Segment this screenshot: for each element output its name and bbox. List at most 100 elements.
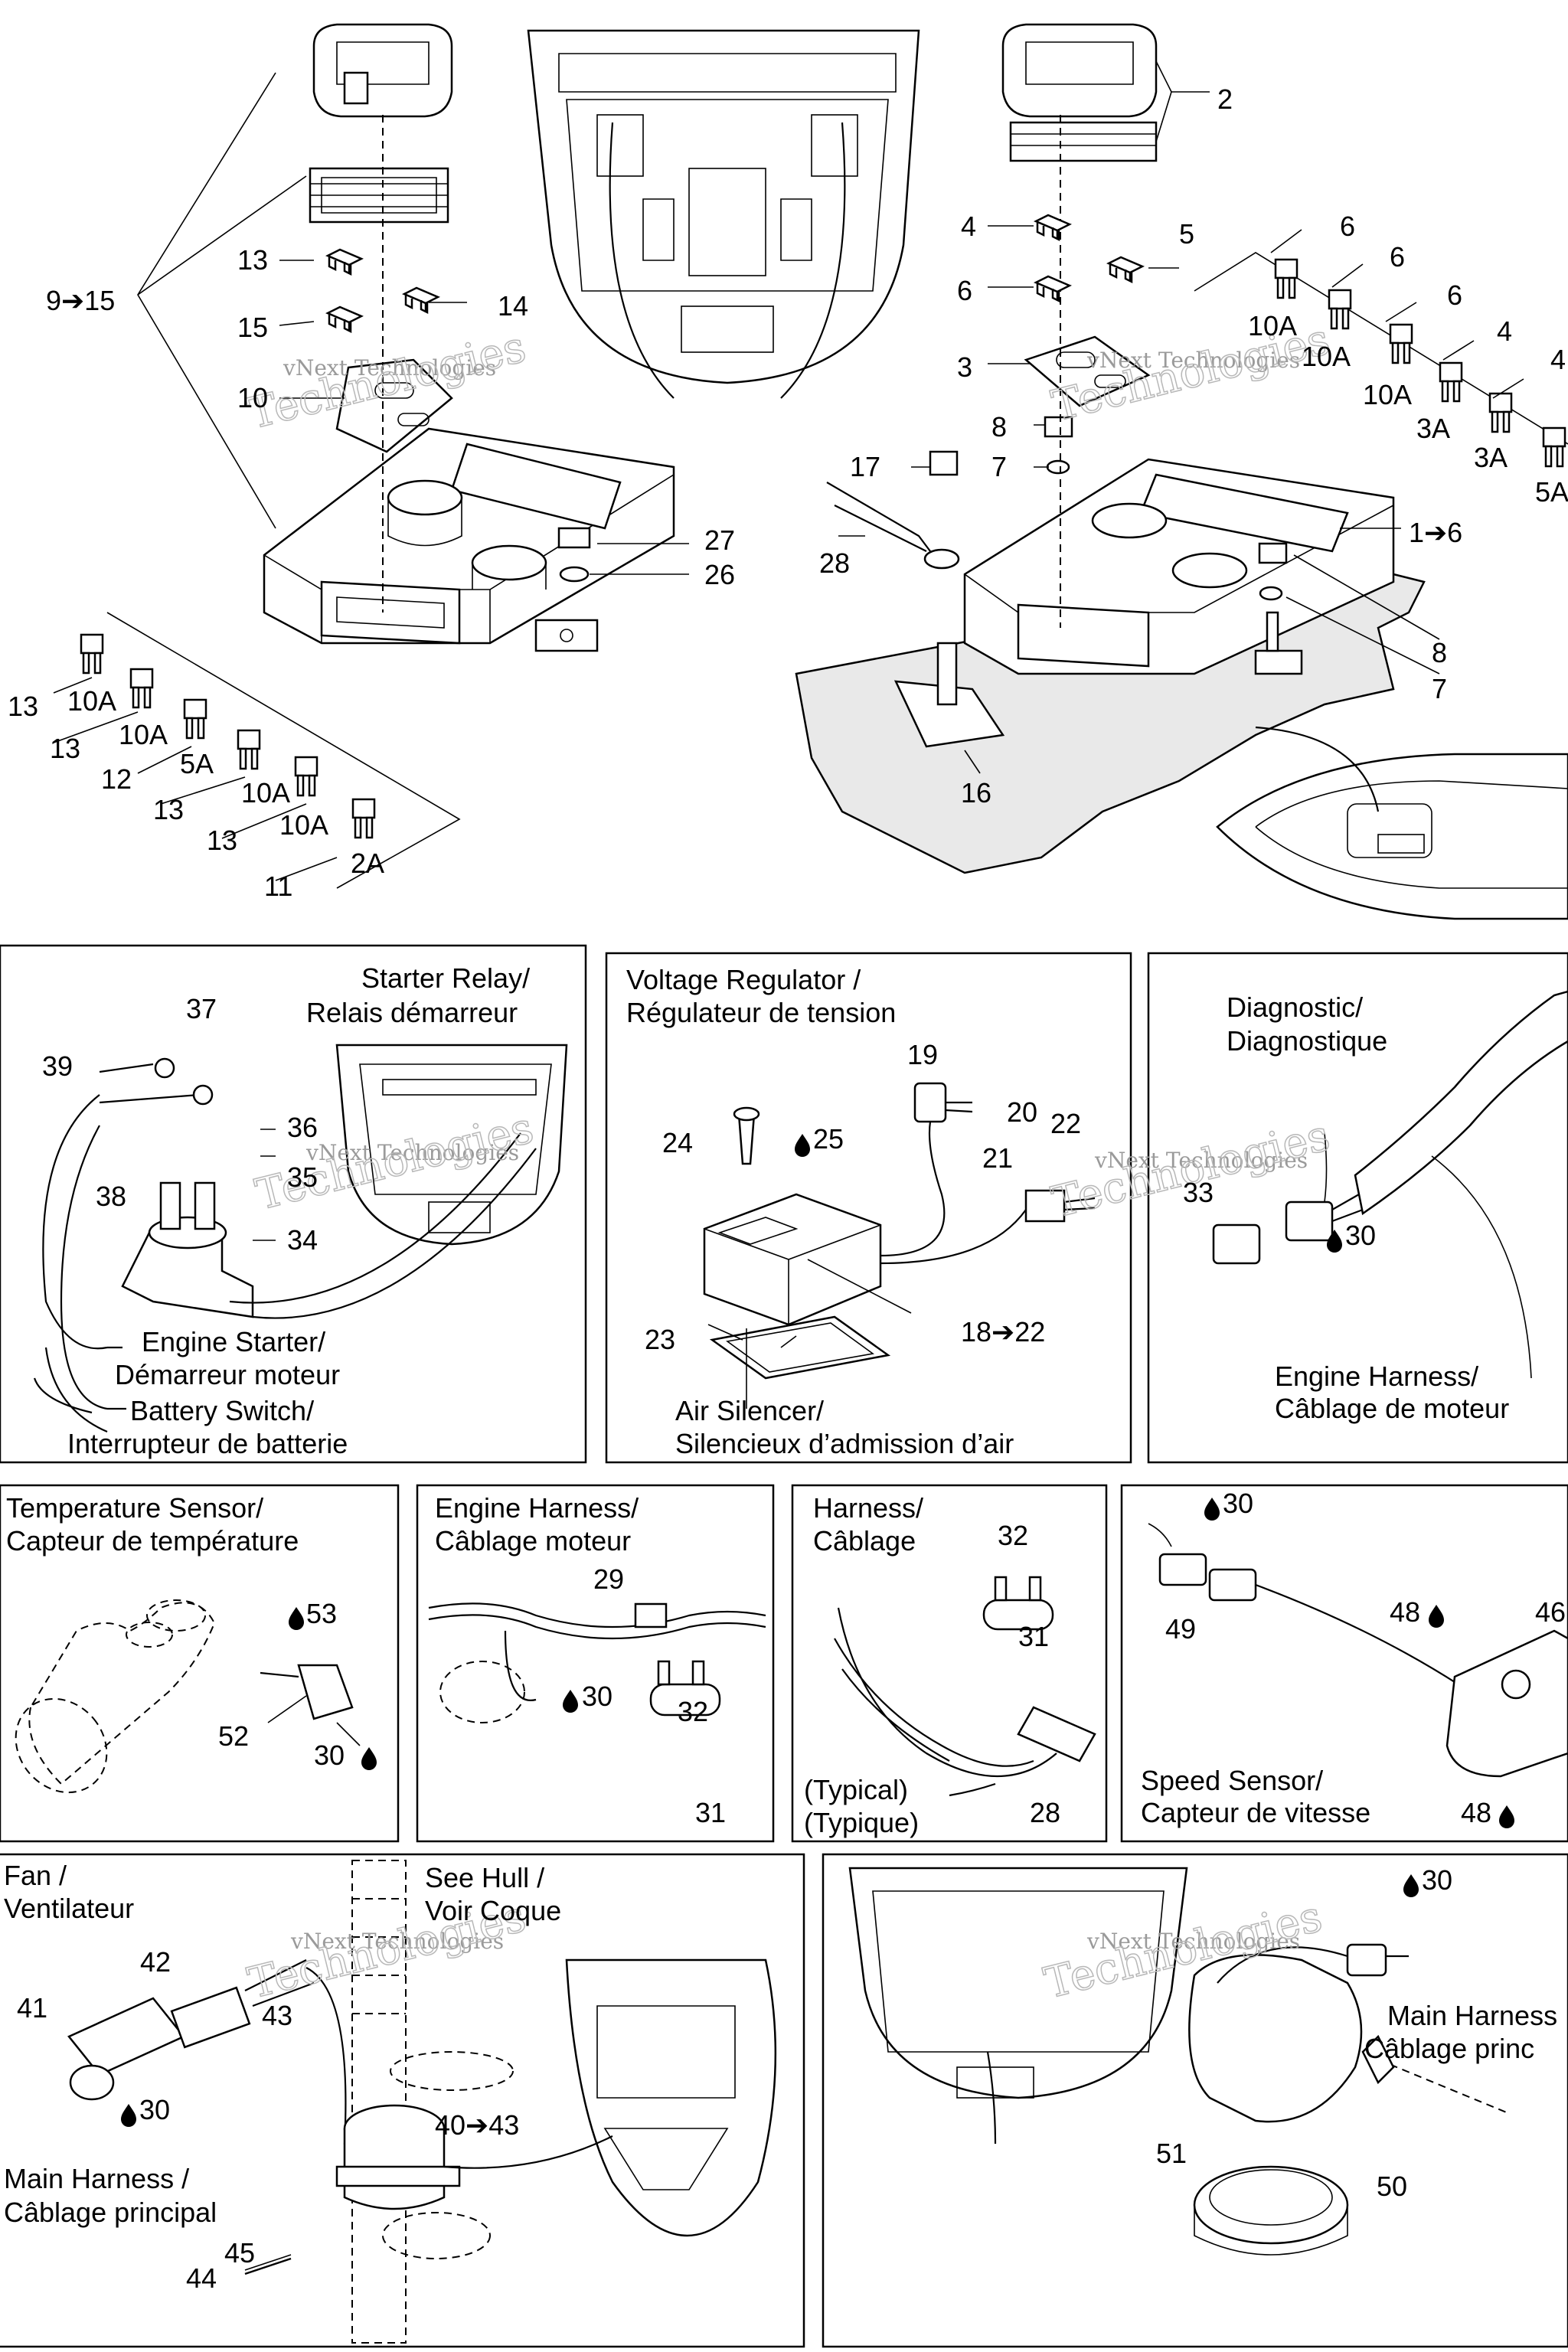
- callout-label: 6: [957, 275, 972, 306]
- callout-label: 30: [1422, 1864, 1452, 1896]
- callout-label: 27: [704, 524, 735, 556]
- callout-label: 10A: [279, 809, 328, 841]
- callout-label: 30: [582, 1681, 612, 1712]
- callout-label: 30: [1345, 1220, 1376, 1251]
- labels-engine-harness: Engine Harness/ Câblage moteur 29 30 32 …: [435, 1492, 726, 1828]
- callout-label: 32: [678, 1696, 708, 1727]
- callout-label: 7: [1432, 673, 1447, 704]
- callout-label: 36: [287, 1112, 318, 1143]
- typical-label: (Typique): [804, 1807, 919, 1838]
- callout-label: 28: [819, 547, 850, 579]
- svg-text:vNext Technologies: vNext Technologies: [305, 1140, 519, 1165]
- callout-label: 34: [287, 1224, 318, 1256]
- callout-label: 14: [498, 290, 528, 322]
- fan-panel-art: [67, 1860, 777, 2344]
- panel-title: Starter Relay/: [361, 962, 530, 994]
- callout-label: 52: [218, 1720, 249, 1752]
- callout-label: 13: [50, 733, 80, 764]
- callout-label: 13: [237, 244, 268, 276]
- panel-title: Câblage moteur: [435, 1525, 631, 1557]
- callout-label: 23: [645, 1324, 675, 1355]
- panel-title: Câblage: [813, 1525, 916, 1557]
- callout-label: 7: [991, 451, 1007, 482]
- labels-speed-sensor: 30 49 48 46 Speed Sensor/ Capteur de vit…: [1141, 1488, 1566, 1828]
- labels-starter-relay: Starter Relay/ Relais démarreur 37 39 36…: [42, 962, 530, 1459]
- labels-voltage-regulator: Voltage Regulator / Régulateur de tensio…: [626, 964, 1081, 1459]
- panel-frames: [0, 944, 1568, 2348]
- callout-label: 10A: [1363, 379, 1412, 410]
- reference-label: Voir Coque: [425, 1895, 561, 1926]
- callout-label: 48: [1461, 1797, 1491, 1828]
- typical-label: (Typical): [804, 1774, 908, 1805]
- callout-label: 44: [186, 2262, 217, 2294]
- temperature-sensor-panel-art: [15, 1599, 361, 1794]
- destination-label: Engine Starter/: [142, 1326, 325, 1357]
- callout-label: 40➔43: [435, 2109, 519, 2141]
- destination-label: Câblage principal: [4, 2197, 217, 2228]
- panel-title: Engine Harness/: [435, 1492, 639, 1524]
- panel-title: Capteur de vitesse: [1141, 1797, 1370, 1828]
- callout-label: 25: [813, 1123, 844, 1155]
- panel-title: Ventilateur: [4, 1893, 134, 1924]
- panel-title: Temperature Sensor/: [6, 1492, 263, 1524]
- callout-label: 42: [140, 1946, 171, 1978]
- svg-text:vNext Technologies: vNext Technologies: [290, 1929, 504, 1954]
- starter-relay-panel-art: [33, 1044, 568, 1433]
- callout-label: 4: [1550, 344, 1566, 375]
- callout-label: 31: [1018, 1621, 1049, 1652]
- callout-label: 24: [662, 1127, 693, 1158]
- reference-label: See Hull /: [425, 1862, 544, 1893]
- callout-label: 13: [207, 825, 237, 856]
- fuse-strip-right: [1194, 252, 1568, 468]
- destination-label: Battery Switch/: [130, 1395, 314, 1426]
- callout-label: 8: [991, 411, 1007, 443]
- fuse-strip-left: [80, 612, 461, 889]
- panel-title: Régulateur de tension: [626, 997, 896, 1028]
- diagnostic-panel-art: [1212, 990, 1568, 1379]
- callout-label: 5A: [1535, 476, 1568, 508]
- panel-title: Diagnostique: [1227, 1025, 1387, 1057]
- callout-label: 3: [957, 351, 972, 383]
- callout-label: 10A: [1248, 310, 1297, 341]
- callout-label: 22: [1050, 1108, 1081, 1139]
- callout-label: 2: [1217, 83, 1233, 115]
- svg-text:vNext Technologies: vNext Technologies: [1086, 348, 1300, 373]
- labels-top-right: 2 4 5 6 3 8 7 17 28 1➔6 8 7 16 6 10A 6 1…: [819, 83, 1568, 808]
- callout-label: 53: [306, 1598, 337, 1629]
- callout-label: 43: [262, 2000, 292, 2031]
- callout-label: 37: [186, 993, 217, 1024]
- destination-label: Câblage de moteur: [1275, 1393, 1509, 1424]
- svg-text:vNext Technologies: vNext Technologies: [283, 355, 496, 381]
- callout-label: 16: [961, 777, 991, 808]
- callout-label: 15: [237, 312, 268, 343]
- callout-label: 8: [1432, 637, 1447, 668]
- callout-label: 30: [139, 2094, 170, 2125]
- panel-title: Fan /: [4, 1860, 67, 1891]
- callout-label: 19: [907, 1039, 938, 1070]
- labels-pump: 30 Main Harness Câblage princ 51 50: [1156, 1864, 1557, 2202]
- labels-diagnostic: Diagnostic/ Diagnostique 33 30 Engine Ha…: [1183, 991, 1509, 1424]
- callout-label: 10A: [67, 685, 116, 717]
- callout-label: 46: [1535, 1596, 1566, 1628]
- destination-label: Engine Harness/: [1275, 1361, 1478, 1392]
- harness-panel-art: [834, 1576, 1096, 1797]
- callout-label: 28: [1030, 1797, 1060, 1828]
- destination-label: Câblage princ: [1364, 2033, 1534, 2064]
- callout-label: 33: [1183, 1177, 1214, 1208]
- bilge-pump-panel-art: [848, 1867, 1509, 2256]
- callout-label: 35: [287, 1161, 318, 1193]
- callout-label: 6: [1390, 241, 1405, 273]
- engine-harness-panel-art: [428, 1602, 766, 1723]
- callout-label: 2A: [351, 848, 384, 879]
- callout-label: 5: [1179, 218, 1194, 250]
- callout-label: 9➔15: [46, 285, 115, 316]
- destination-label: Main Harness /: [4, 2163, 189, 2194]
- callout-label: 13: [8, 691, 38, 722]
- panel-title: Diagnostic/: [1227, 991, 1363, 1023]
- callout-label: 4: [1497, 315, 1512, 347]
- destination-label: Démarreur moteur: [115, 1359, 340, 1390]
- callout-label: 32: [998, 1520, 1028, 1551]
- callout-label: 41: [17, 1992, 47, 2024]
- panel-title: Speed Sensor/: [1141, 1765, 1323, 1796]
- labels-temperature-sensor: Temperature Sensor/ Capteur de températu…: [6, 1492, 377, 1771]
